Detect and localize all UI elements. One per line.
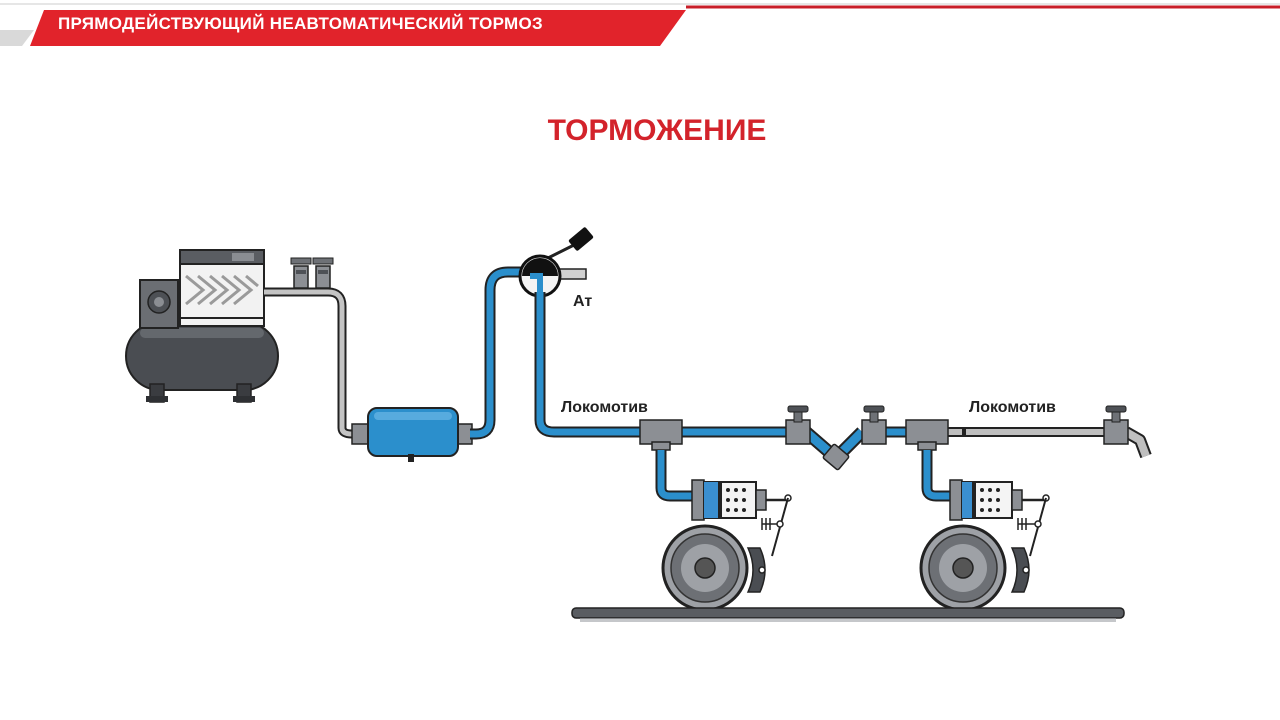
brake-shoe-1 <box>746 547 766 593</box>
drivers-brake-valve <box>518 227 594 298</box>
supply-valve-1 <box>290 257 312 289</box>
rail <box>571 607 1125 622</box>
brake-shoe-2 <box>1010 547 1030 593</box>
header-banner <box>0 0 1280 46</box>
end-cock-1 <box>785 405 811 445</box>
end-cock-2 <box>861 405 887 445</box>
header-title: ПРЯМОДЕЙСТВУЮЩИЙ НЕАВТОМАТИЧЕСКИЙ ТОРМОЗ <box>58 14 543 33</box>
feed-pipe-to-valve <box>470 266 522 440</box>
supply-valve-2 <box>312 257 334 289</box>
tee-fitting-2 <box>905 419 949 451</box>
brake-assembly-1 <box>655 450 792 612</box>
exhaust-label: Ат <box>573 293 592 310</box>
brake-assembly-2 <box>919 450 1050 612</box>
brake-line-grey <box>944 426 1152 459</box>
banner-red-stripe <box>30 10 686 46</box>
car-label-1: Локомотив <box>561 399 648 416</box>
mode-title: ТОРМОЖЕНИЕ <box>547 114 767 147</box>
auxiliary-reservoir <box>351 407 473 462</box>
tee-fitting-1 <box>639 419 683 451</box>
valve-handle <box>568 227 594 251</box>
end-cock-3 <box>1103 405 1129 445</box>
car-label-2: Локомотив <box>969 399 1056 416</box>
compressor-unit <box>125 249 279 403</box>
supply-pipe <box>264 257 370 439</box>
